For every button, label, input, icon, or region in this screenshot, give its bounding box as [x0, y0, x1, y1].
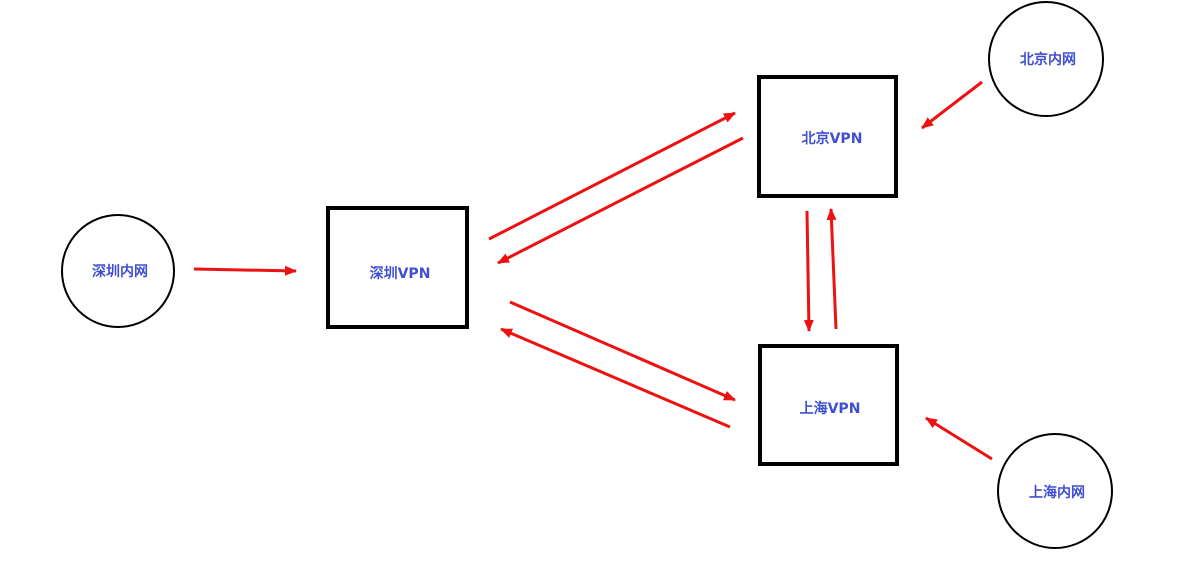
- arrow-beijing-vpn-to-shenzhen-vpn: [497, 136, 744, 265]
- arrow-beijing-lan-to-beijing-vpn: [921, 80, 983, 130]
- beijing-lan-node: 北京内网: [988, 1, 1104, 117]
- arrow-shanghai-vpn-to-beijing-vpn: [826, 208, 838, 330]
- shenzhen-vpn-label: 深圳VPN: [370, 265, 431, 282]
- arrow-beijing-vpn-to-shanghai-vpn: [803, 210, 814, 332]
- beijing-lan-label: 北京内网: [1020, 51, 1076, 68]
- shanghai-vpn-node: 上海VPN: [758, 344, 899, 466]
- shenzhen-lan-label: 深圳内网: [92, 263, 148, 280]
- beijing-vpn-node: 北京VPN: [757, 75, 898, 198]
- arrow-shenzhen-vpn-to-shanghai-vpn: [509, 300, 736, 402]
- beijing-vpn-label: 北京VPN: [802, 130, 863, 147]
- arrow-shanghai-vpn-to-shenzhen-vpn: [500, 327, 731, 429]
- arrow-shenzhen-lan-to-shenzhen-vpn: [193, 265, 297, 276]
- arrow-shanghai-lan-to-shanghai-vpn: [925, 416, 993, 461]
- shanghai-lan-label: 上海内网: [1029, 484, 1085, 501]
- shenzhen-lan-node: 深圳内网: [61, 214, 175, 328]
- shanghai-vpn-label: 上海VPN: [800, 400, 861, 417]
- arrow-shenzhen-vpn-to-beijing-vpn: [488, 111, 736, 241]
- shanghai-lan-node: 上海内网: [997, 433, 1113, 549]
- shenzhen-vpn-node: 深圳VPN: [326, 206, 469, 329]
- arrows-group: [193, 80, 993, 461]
